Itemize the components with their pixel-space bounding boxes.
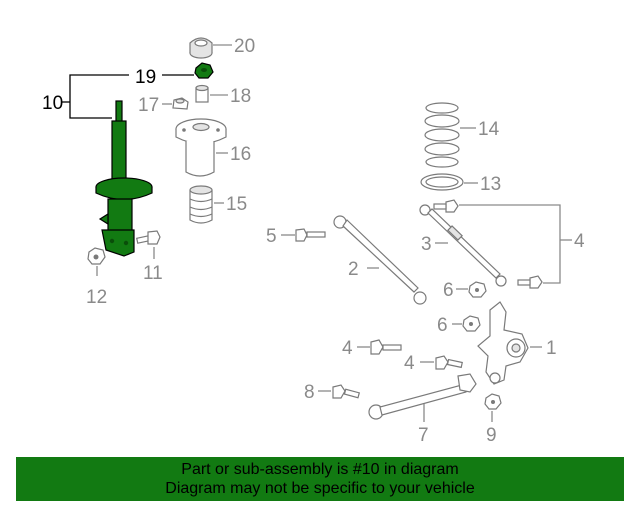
callout-12[interactable]: 12 xyxy=(86,287,107,308)
part-9-nut[interactable] xyxy=(484,393,502,410)
leader-4-bracket xyxy=(459,204,561,284)
callout-1[interactable]: 1 xyxy=(546,338,557,359)
part-4-bolt-lower[interactable] xyxy=(517,275,543,289)
callout-4-mid[interactable]: 4 xyxy=(342,338,353,359)
part-11-bolt[interactable] xyxy=(136,230,161,245)
callout-20[interactable]: 20 xyxy=(234,36,255,57)
banner-line-1: Part or sub-assembly is #10 in diagram xyxy=(181,461,459,478)
banner-line-2: Diagram may not be specific to your vehi… xyxy=(165,480,475,497)
part-13-spring-seat[interactable] xyxy=(420,173,464,191)
callout-4-center[interactable]: 4 xyxy=(404,353,415,374)
callout-4-bracket[interactable]: 4 xyxy=(574,231,585,252)
callout-15[interactable]: 15 xyxy=(226,194,247,215)
part-20-bumper-cap[interactable] xyxy=(189,37,213,59)
part-2-lateral-link[interactable] xyxy=(333,215,427,305)
part-14-coil-spring[interactable] xyxy=(424,102,460,168)
callout-5[interactable]: 5 xyxy=(266,226,277,247)
part-18-spacer[interactable] xyxy=(195,84,209,103)
callout-13[interactable]: 13 xyxy=(480,174,501,195)
part-10-strut-assembly[interactable] xyxy=(95,100,153,257)
part-6-nut-upper[interactable] xyxy=(468,281,487,298)
part-3-adjustable-link[interactable] xyxy=(419,204,507,287)
part-4-bolt-mid[interactable] xyxy=(370,339,402,355)
part-4-bolt-upper[interactable] xyxy=(433,199,459,213)
callout-6-upper[interactable]: 6 xyxy=(443,280,454,301)
callout-3[interactable]: 3 xyxy=(421,234,432,255)
part-15-bump-stop[interactable] xyxy=(189,185,213,224)
leader-10 xyxy=(69,74,129,119)
callout-2[interactable]: 2 xyxy=(348,259,359,280)
part-19-nut[interactable] xyxy=(194,62,214,79)
callout-11[interactable]: 11 xyxy=(143,263,163,284)
callout-19[interactable]: 19 xyxy=(135,67,156,88)
info-banner: Part or sub-assembly is #10 in diagram D… xyxy=(16,457,624,501)
part-12-nut[interactable] xyxy=(87,247,106,265)
part-1-knuckle[interactable] xyxy=(477,301,529,385)
callout-6-lower[interactable]: 6 xyxy=(437,315,448,336)
callout-8[interactable]: 8 xyxy=(304,382,315,403)
callout-17[interactable]: 17 xyxy=(138,95,159,116)
part-6-nut-lower[interactable] xyxy=(462,315,481,332)
part-17-cap-nut[interactable] xyxy=(172,97,189,110)
callout-9[interactable]: 9 xyxy=(486,425,497,446)
part-7-lower-link[interactable] xyxy=(368,373,477,420)
part-8-bolt[interactable] xyxy=(332,384,361,399)
callout-14[interactable]: 14 xyxy=(478,119,500,140)
callout-10[interactable]: 10 xyxy=(42,93,63,114)
callout-18[interactable]: 18 xyxy=(230,86,251,107)
callout-7[interactable]: 7 xyxy=(418,425,429,446)
part-4-bolt-center[interactable] xyxy=(435,355,463,370)
callout-16[interactable]: 16 xyxy=(230,144,251,165)
part-5-bolt[interactable] xyxy=(295,228,326,242)
part-16-strut-mount[interactable] xyxy=(175,118,227,177)
